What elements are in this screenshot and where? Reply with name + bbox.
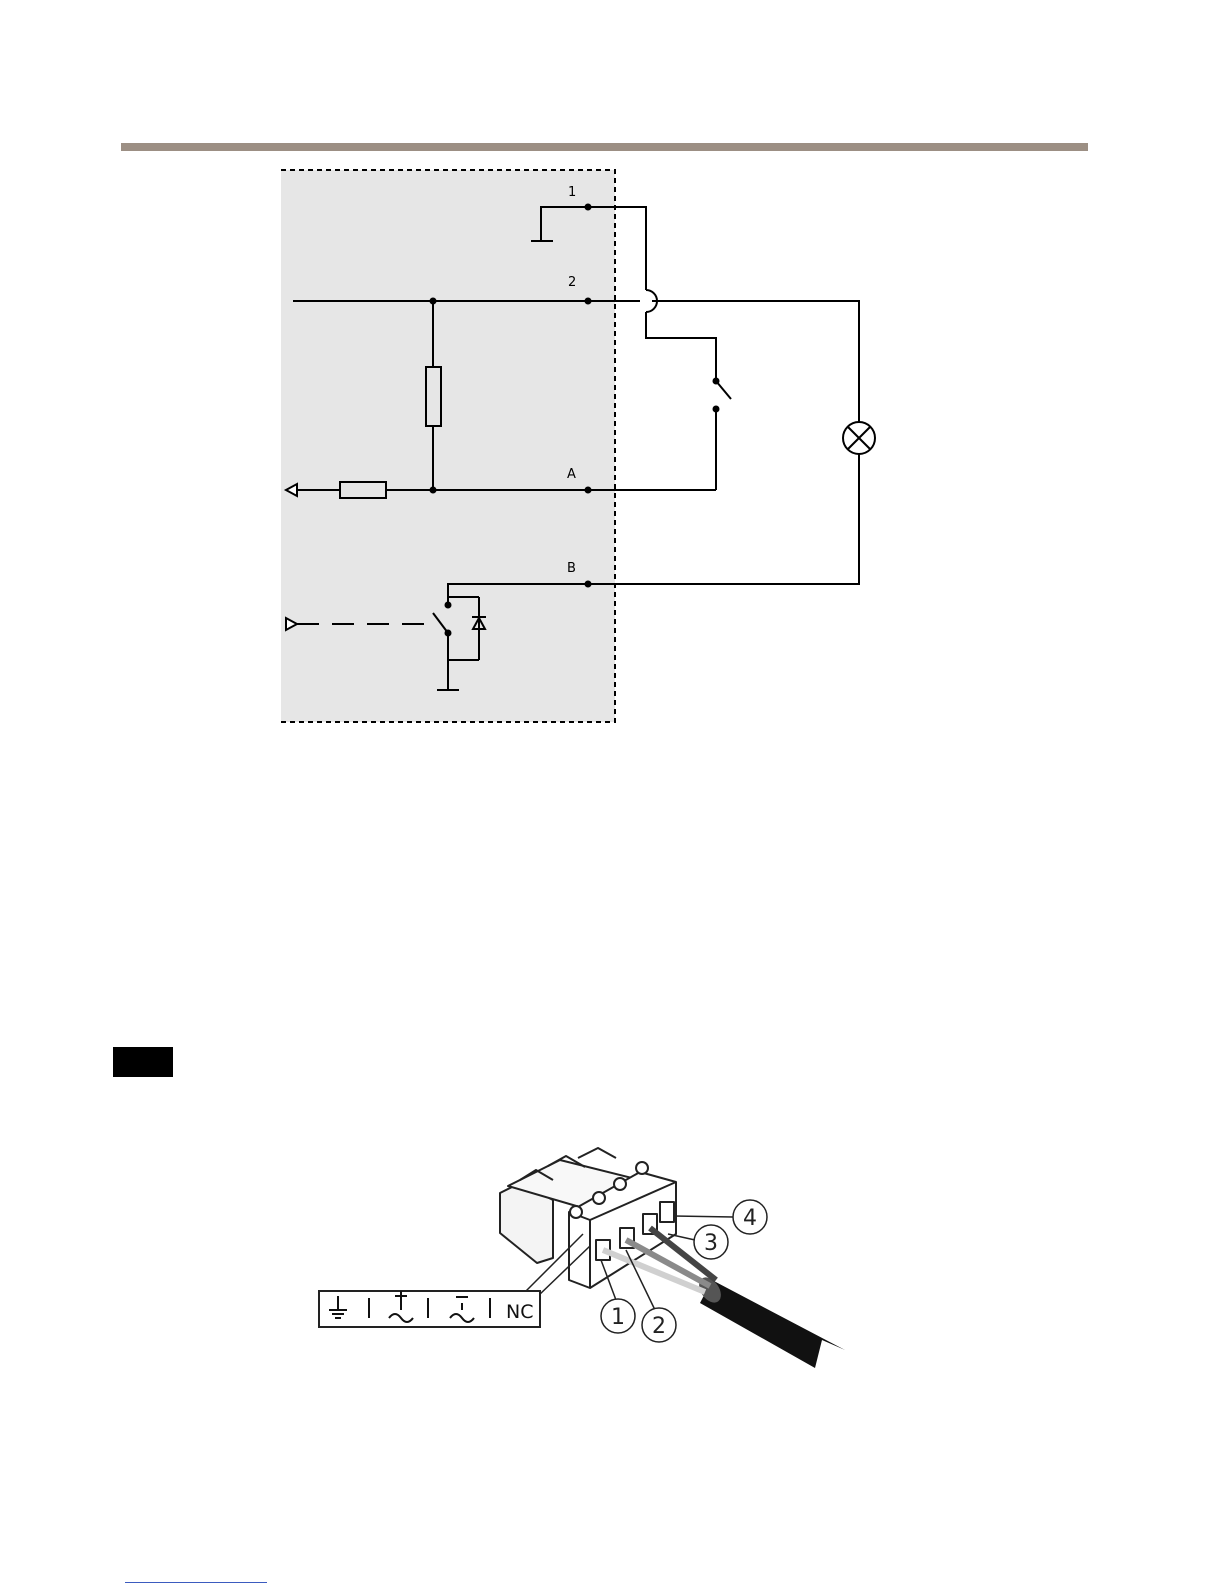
callout-label-3: 3 — [704, 1231, 718, 1256]
cable-jacket — [700, 1280, 845, 1368]
footer-link-underline[interactable] — [125, 1582, 267, 1583]
callout-label-1: 1 — [611, 1305, 625, 1330]
callout-label-4: 4 — [743, 1206, 757, 1231]
screw-head — [570, 1206, 582, 1218]
screw-head — [593, 1192, 605, 1204]
pin-label-nc: NC — [506, 1301, 533, 1323]
screw-head — [614, 1178, 626, 1190]
screw-head — [636, 1162, 648, 1174]
callout-label-2: 2 — [652, 1314, 666, 1339]
